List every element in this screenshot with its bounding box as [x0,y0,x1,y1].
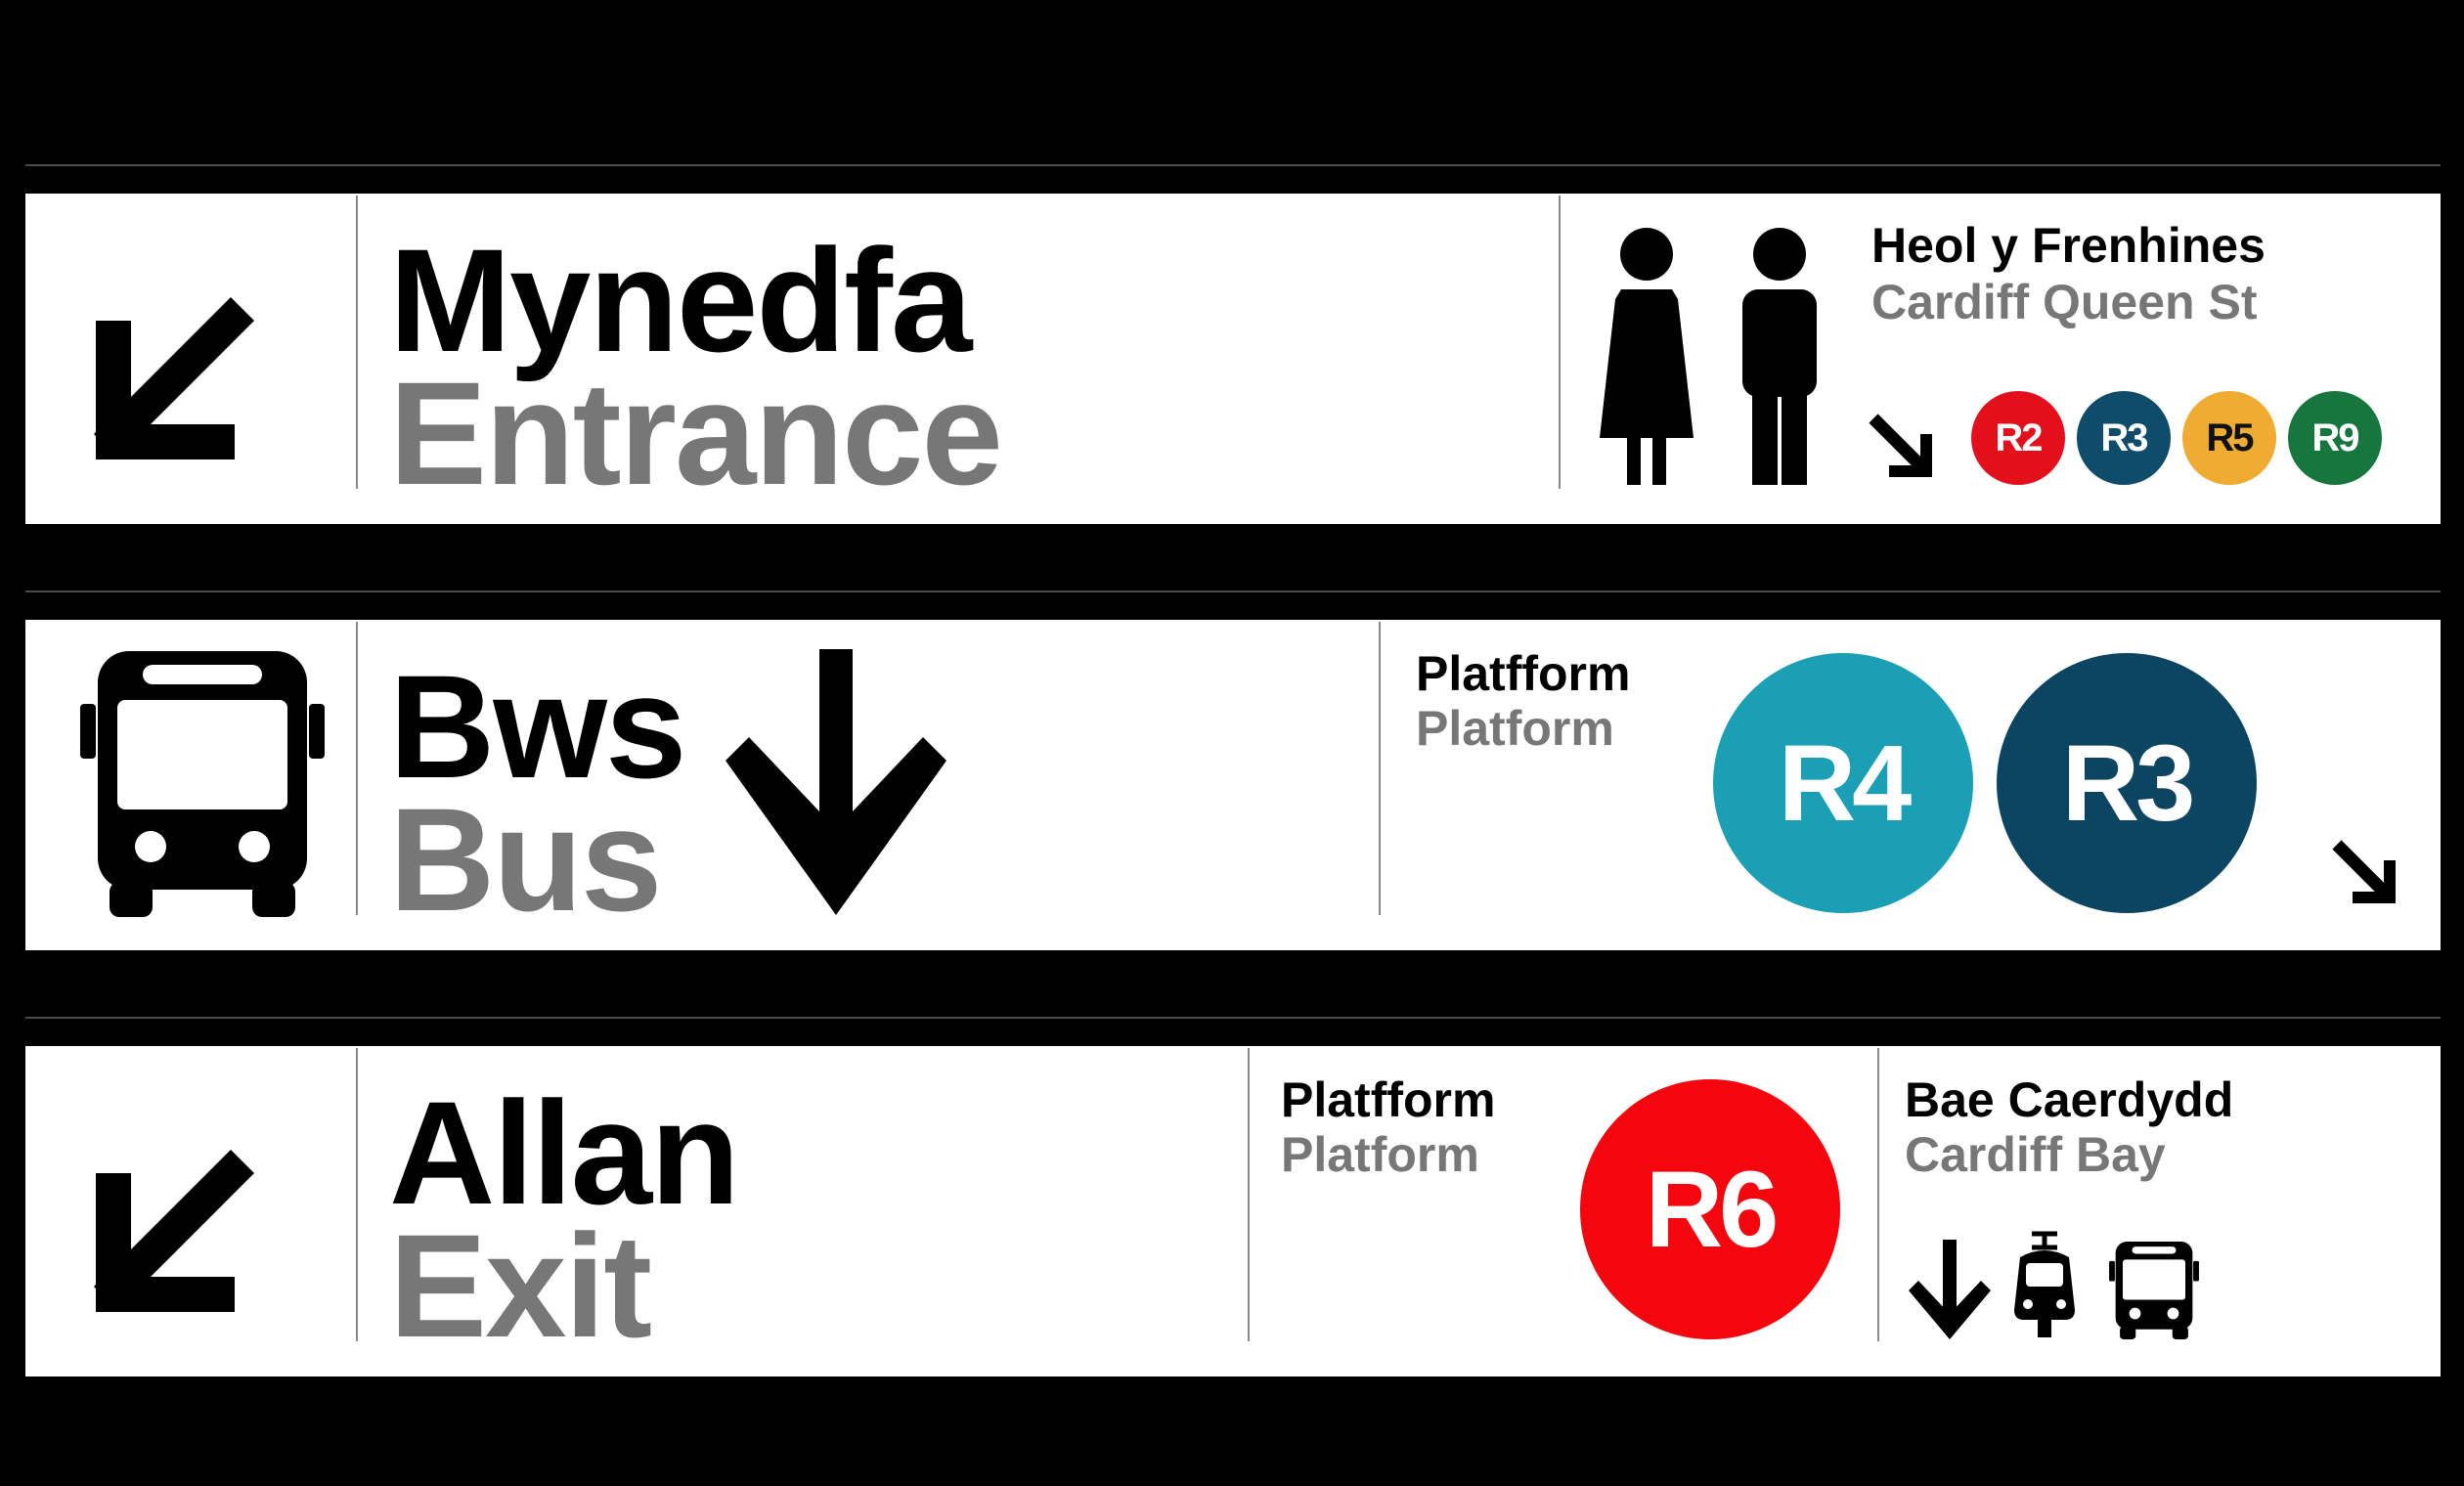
route-badge-r3: R3 [2077,391,2171,485]
sign-english-label: Bus [389,777,662,941]
destination-welsh-label: Bae Caerdydd [1905,1072,2234,1127]
sign-english-label: Exit [389,1203,652,1368]
route-badge-r4: R4 [1713,653,1973,913]
arrow-down-icon [726,649,946,919]
sign-divider [356,196,358,489]
destination-english-label: Cardiff Queen St [1871,275,2258,329]
platform-welsh-label: Platfform [1416,646,1631,701]
entrance-sign: Mynedfa Entrance Heol y Frenhines Cardif… [25,164,2441,524]
arrow-down-left-icon [61,285,266,491]
tram-icon [2010,1230,2079,1339]
sign-divider [1559,196,1561,489]
arrow-down-icon [1909,1240,1991,1341]
route-badge-r5: R5 [2182,391,2276,485]
exit-sign: Allan Exit Platfform Platform R6 Bae Cae… [25,1017,2441,1377]
destination-welsh-label: Heol y Frenhines [1871,218,2266,273]
arrow-down-left-icon [61,1138,266,1343]
arrow-down-right-icon [2329,837,2407,915]
sign-top-bar [25,1017,2441,1046]
sign-divider [356,622,358,915]
sign-top-bar [25,164,2441,194]
destination-english-label: Cardiff Bay [1905,1127,2166,1182]
bus-sign: Bws Bus Platfform Platform R4 R3 [25,590,2441,950]
sign-divider [1379,622,1381,915]
sign-english-label: Entrance [389,351,1003,515]
toilets-icon [1596,227,1840,487]
route-badge-r9: R9 [2288,391,2382,485]
platform-welsh-label: Platfform [1281,1072,1496,1127]
sign-welsh-label: Allan [389,1071,740,1235]
sign-welsh-label: Bws [389,644,686,809]
sign-top-bar [25,590,2441,620]
sign-divider [356,1048,358,1341]
route-badge-r3: R3 [1997,653,2257,913]
bus-icon [80,651,325,917]
route-badge-r6: R6 [1580,1079,1840,1339]
sign-divider [1248,1048,1250,1341]
platform-english-label: Platform [1281,1127,1479,1182]
sign-welsh-label: Mynedfa [389,218,972,382]
bus-icon [2108,1242,2200,1339]
route-badge-r2: R2 [1971,391,2065,485]
sign-divider [1877,1048,1879,1341]
platform-english-label: Platform [1416,701,1614,756]
arrow-down-right-icon [1866,411,1944,489]
